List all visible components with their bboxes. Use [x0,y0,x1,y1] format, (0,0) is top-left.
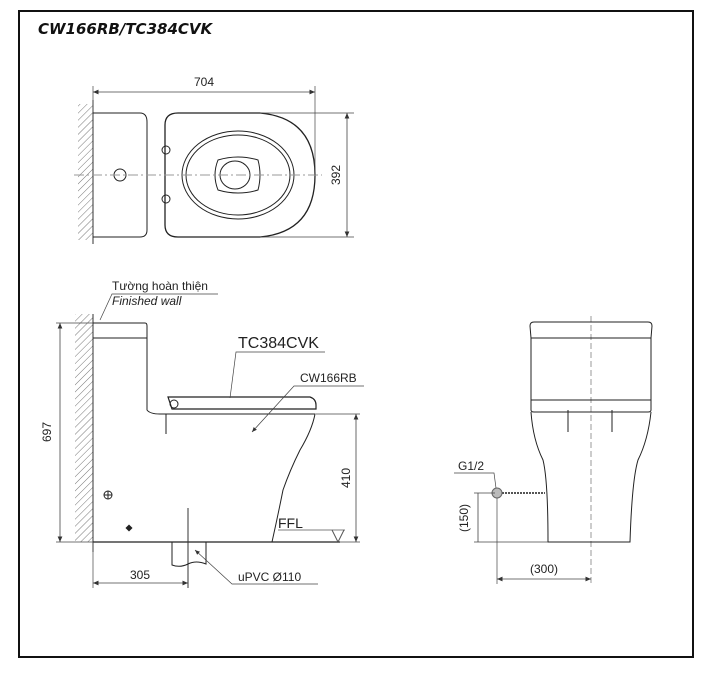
bowl-model-label: CW166RB [300,371,357,385]
drain-pipe-label: uPVC Ø110 [238,570,301,584]
depth-dimension: 392 [329,165,343,185]
finished-wall-label-vi: Tường hoàn thiện [112,279,208,293]
supply-offset-dimension: (300) [530,562,558,576]
drawing-frame [18,10,694,658]
seat-model-label: TC384CVK [238,335,319,352]
top-view [74,86,354,244]
total-height-dimension: 697 [40,422,54,442]
seat-height-dimension: 410 [339,468,353,488]
finished-wall-label-en: Finished wall [112,294,182,308]
width-dimension: 704 [194,75,214,89]
side-view [56,293,364,588]
wall-hatch-top [78,104,93,240]
rough-in-dimension: 305 [130,568,150,582]
floor-level-label: FFL [278,515,303,531]
front-view [454,316,653,585]
wall-hatch-side [75,314,93,542]
supply-thread-label: G1/2 [458,459,484,473]
supply-height-dimension: (150) [457,504,471,532]
drawing-title: CW166RB/TC384CVK [38,20,213,38]
